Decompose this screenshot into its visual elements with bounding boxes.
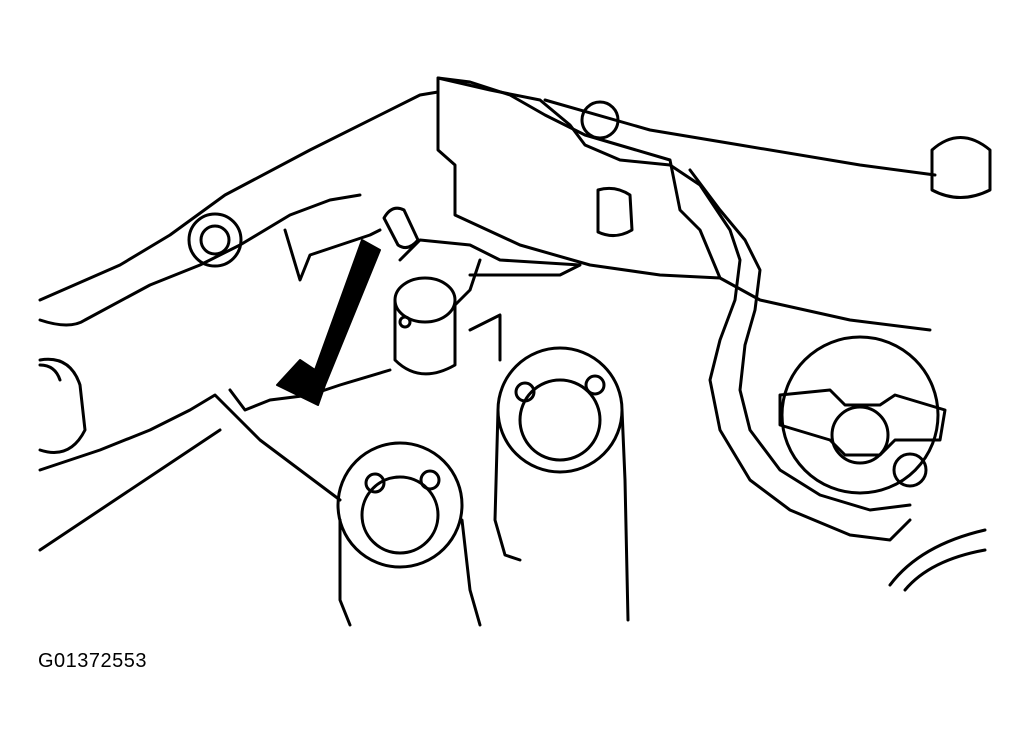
bottom-right-arc — [888, 528, 987, 587]
housing-outline-upper — [38, 90, 440, 302]
left-bracket — [283, 228, 382, 282]
left-boss-top — [38, 363, 62, 382]
link-arm-lower — [453, 258, 502, 362]
figure-code: G01372553 — [38, 650, 148, 672]
upper-slot — [596, 186, 634, 237]
right-small-boss — [892, 452, 928, 488]
component-illustration — [38, 76, 992, 627]
pin-cylinder — [393, 298, 457, 376]
pin-cylinder-hole — [398, 315, 412, 329]
center-socket-outer — [496, 346, 624, 474]
bracket-plate — [436, 76, 722, 280]
right-socket-ears — [778, 388, 947, 457]
arrow-up-right-icon — [276, 239, 381, 406]
left-bolt-boss — [187, 212, 243, 268]
center-socket-stem — [493, 408, 630, 622]
right-socket-inner — [830, 405, 890, 465]
right-rib — [668, 163, 912, 542]
bracket-plate-edge — [436, 76, 672, 167]
top-right-boss — [930, 136, 992, 199]
left-center-wall — [228, 368, 392, 412]
lower-socket-outer — [336, 441, 464, 569]
bottom-right-arc-2 — [903, 548, 987, 592]
left-bolt-hole — [199, 224, 231, 256]
center-socket-lug-left — [514, 381, 536, 403]
lower-socket-lug-left — [364, 472, 386, 494]
housing-outline-inner — [38, 193, 362, 327]
lower-left-wall — [38, 393, 342, 502]
lower-socket-inner — [360, 475, 440, 555]
center-socket-lug-right — [584, 374, 606, 396]
dowel-pin — [382, 206, 420, 250]
right-rib-inner — [688, 168, 912, 512]
center-socket-inner — [518, 378, 602, 462]
pin-cylinder-top — [393, 276, 457, 324]
lower-socket-stem — [338, 518, 482, 627]
left-boss — [38, 357, 87, 454]
lower-left-wall-2 — [38, 428, 222, 552]
right-socket-outer — [780, 335, 940, 495]
link-arm — [398, 238, 582, 277]
housing-right-edge — [718, 276, 932, 332]
lower-socket-lug-right — [419, 469, 441, 491]
housing-top-right — [543, 98, 937, 177]
